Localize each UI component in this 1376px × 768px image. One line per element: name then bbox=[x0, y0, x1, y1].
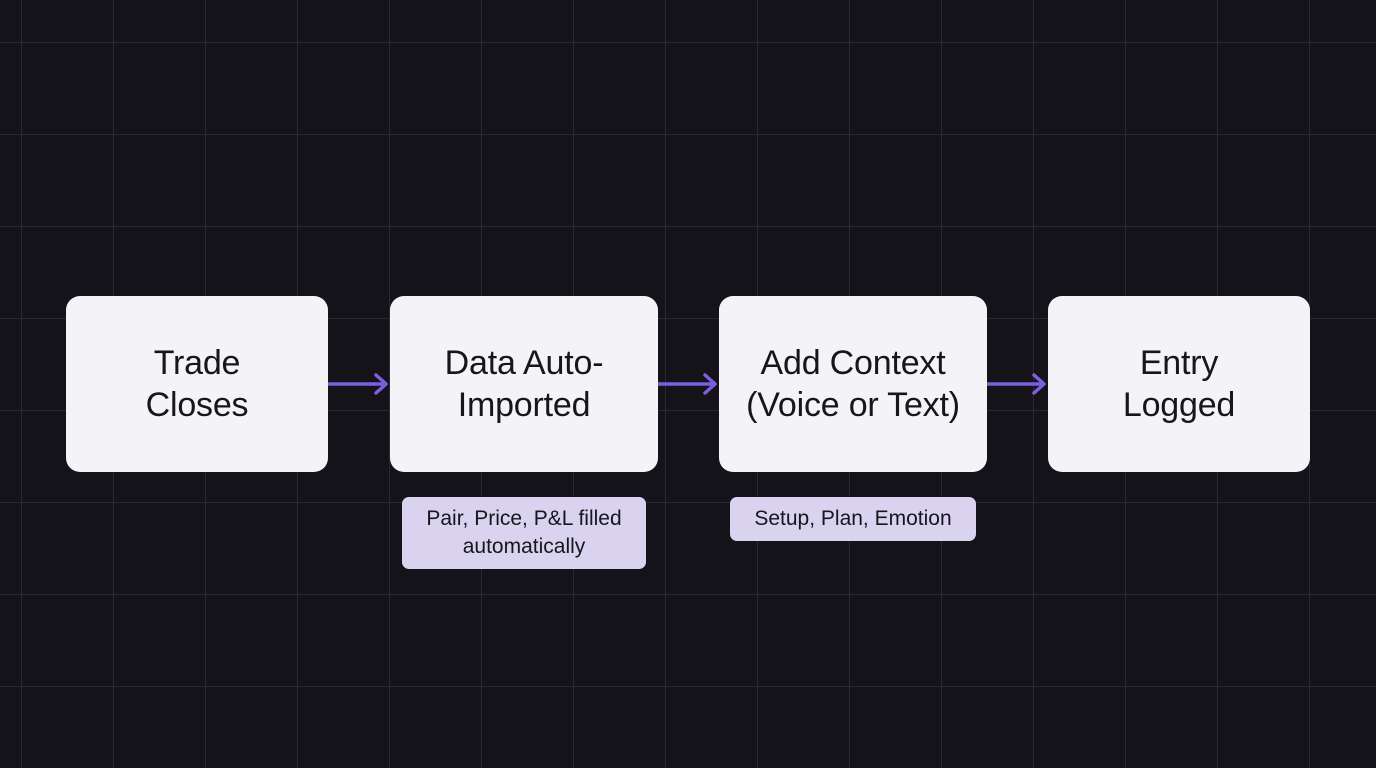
note-auto-import-details: Pair, Price, P&L filled automatically bbox=[402, 497, 646, 569]
note-label: Setup, Plan, Emotion bbox=[754, 507, 952, 530]
step-entry-logged: Entry Logged bbox=[1048, 296, 1310, 472]
note-context-details: Setup, Plan, Emotion bbox=[730, 497, 976, 541]
step-label: Data Auto- Imported bbox=[444, 344, 604, 424]
arrow-connector-2 bbox=[658, 373, 717, 395]
step-add-context: Add Context (Voice or Text) bbox=[719, 296, 987, 472]
arrow-connector-1 bbox=[328, 373, 388, 395]
step-label: Entry Logged bbox=[1122, 344, 1236, 424]
note-label: Pair, Price, P&L filled automatically bbox=[426, 507, 622, 558]
step-data-auto-imported: Data Auto- Imported bbox=[390, 296, 658, 472]
step-label: Add Context (Voice or Text) bbox=[746, 344, 960, 424]
step-label: Trade Closes bbox=[145, 344, 249, 424]
step-trade-closes: Trade Closes bbox=[66, 296, 328, 472]
arrow-connector-3 bbox=[987, 373, 1046, 395]
